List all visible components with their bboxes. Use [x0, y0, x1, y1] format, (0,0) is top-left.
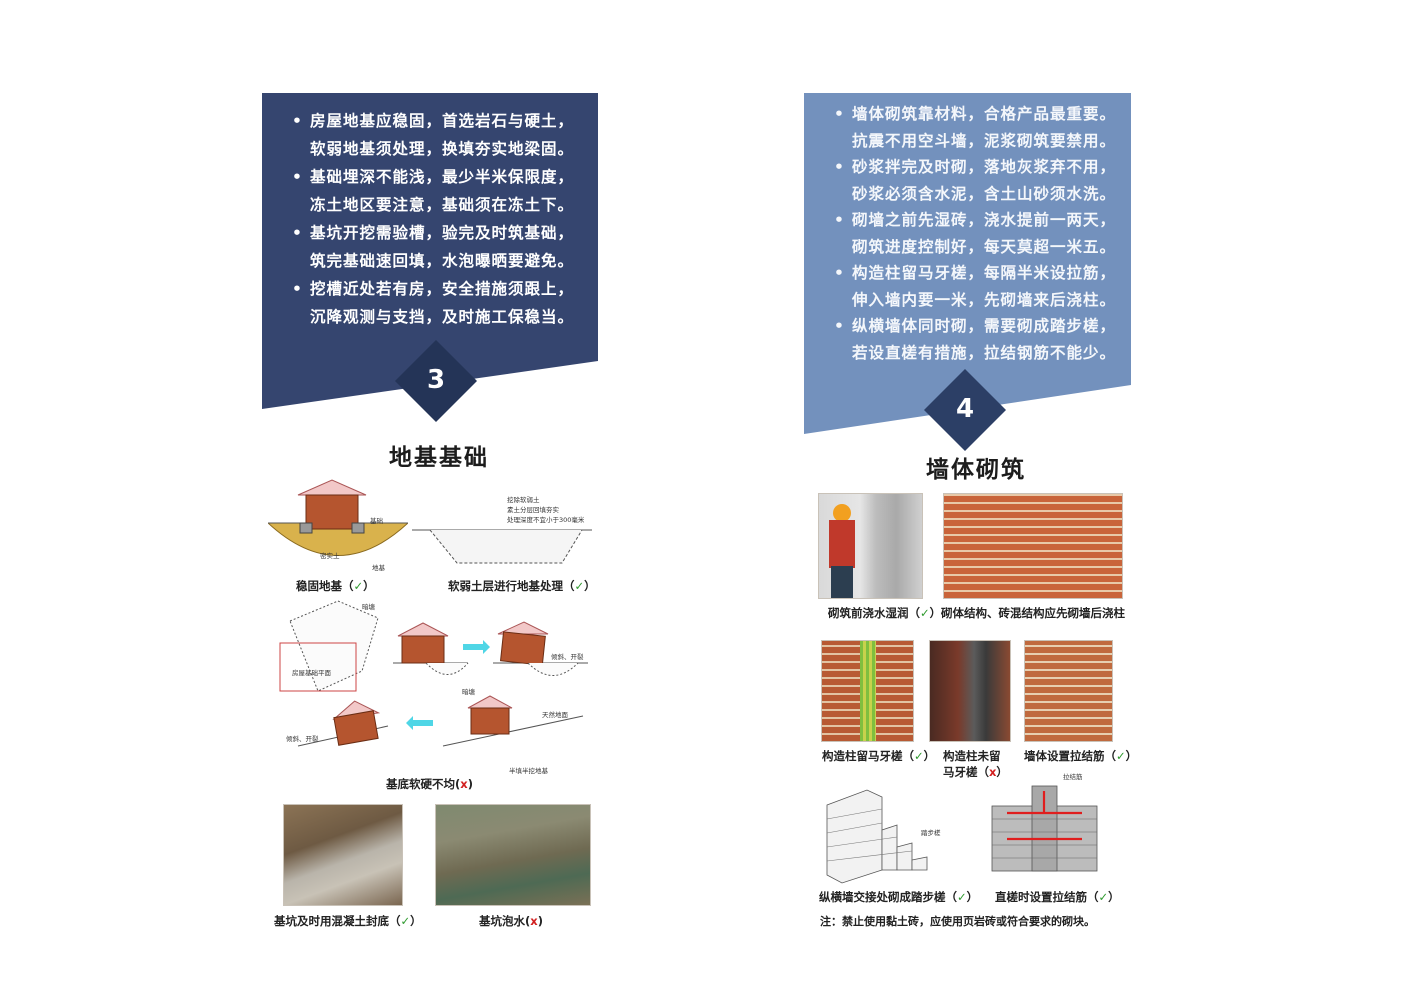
bullet-item: 构造柱留马牙槎，每隔半米设拉筋，伸入墙内要一米，先砌墙来后浇柱。: [834, 260, 1116, 313]
label-soft-note-2: 素土分层回填夯实: [507, 506, 559, 514]
hardhat-icon: [833, 504, 851, 522]
photo-tie-bars: [1024, 640, 1113, 742]
caption-no-mayacha-1: 构造柱未留: [943, 749, 1001, 763]
caption-soak: 基坑泡水(x): [479, 914, 543, 928]
caption-wet: 砌筑前浇水湿润（✓）: [828, 606, 942, 620]
label-tabucha: 踏步槎: [921, 829, 941, 837]
panel-foundation: 房屋地基应稳固，首选岩石与硬土，软弱地基须处理，换填夯实地梁固。 基础埋深不能浅…: [262, 93, 598, 941]
bullet-item: 墙体砌筑靠材料，合格产品最重要。抗震不用空斗墙，泥浆砌筑要禁用。: [834, 101, 1116, 154]
label-tilt-2: 倾斜、开裂: [286, 735, 319, 743]
section-title: 墙体砌筑: [926, 457, 1026, 483]
label-jichu: 基础: [370, 517, 383, 525]
bullet-item: 挖槽近处若有房，安全措施须跟上，沉降观测与支挡，及时施工保稳当。: [292, 275, 574, 331]
photo-pit-flooded: [435, 804, 591, 906]
photo-concrete-sealing: [283, 804, 403, 906]
masonry-bullets: 墙体砌筑靠材料，合格产品最重要。抗震不用空斗墙，泥浆砌筑要禁用。 砂浆拌完及时砌…: [834, 101, 1116, 366]
label-natural-ground: 天然地面: [542, 711, 568, 719]
stable-foundation-diagram: [268, 479, 408, 556]
caption-soft: 软弱土层进行地基处理（✓）: [448, 579, 596, 593]
photo-mayacha-missing: [929, 640, 1011, 742]
bullet-item: 砂浆拌完及时砌，落地灰浆弃不用，砂浆必须含水泥，含土山砂须水洗。: [834, 154, 1116, 207]
photo-mayacha-correct: [821, 640, 914, 742]
label-plan: 房屋基础平面: [292, 669, 331, 677]
caption-uneven: 基底软硬不均(x): [386, 777, 473, 791]
bullet-item: 房屋地基应稳固，首选岩石与硬土，软弱地基须处理，换填夯实地梁固。: [292, 107, 574, 163]
bullet-item: 砌墙之前先湿砖，浇水提前一两天，砌筑进度控制好，每天莫超一米五。: [834, 207, 1116, 260]
label-soft-note-3: 处理深度不宜小于300毫米: [507, 516, 585, 524]
step-joint-diagram: [826, 789, 928, 884]
straight-joint-diagram: [991, 785, 1098, 872]
caption-step: 纵横墙交接处砌成踏步槎（✓）: [819, 890, 979, 904]
uneven-base-diagram: [279, 600, 588, 747]
soft-soil-diagram: [412, 529, 592, 564]
section-number: 3: [426, 365, 446, 395]
caption-order: 砌体结构、砖混结构应先砌墙后浇柱（✓）: [941, 606, 1131, 620]
panel-masonry: 墙体砌筑靠材料，合格产品最重要。抗震不用空斗墙，泥浆砌筑要禁用。 砂浆拌完及时砌…: [804, 93, 1131, 933]
label-diji: 地基: [372, 564, 385, 572]
section-number: 4: [955, 394, 975, 424]
caption-mayacha: 构造柱留马牙槎（✓）: [822, 749, 936, 763]
label-mutang-1: 暗塘: [362, 603, 375, 611]
caption-tie: 墙体设置拉结筋（✓）: [1024, 749, 1131, 763]
label-mutang-2: 暗塘: [462, 688, 475, 696]
foundation-bullets: 房屋地基应稳固，首选岩石与硬土，软弱地基须处理，换填夯实地梁固。 基础埋深不能浅…: [292, 107, 574, 331]
caption-stable: 稳固地基（✓）: [296, 579, 375, 593]
footnote: 注：禁止使用黏土砖，应使用页岩砖或符合要求的砌块。: [820, 915, 1095, 928]
caption-no-mayacha-2: 马牙槎（x）: [943, 765, 1008, 779]
bullet-item: 基础埋深不能浅，最少半米保限度，冻土地区要注意，基础须在冻土下。: [292, 163, 574, 219]
section-title: 地基基础: [389, 445, 489, 471]
bullet-item: 纵横墙体同时砌，需要砌成踏步槎，若设直槎有措施，拉结钢筋不能少。: [834, 313, 1116, 366]
caption-seal: 基坑及时用混凝土封底（✓）: [274, 914, 422, 928]
label-tilt-1: 倾斜、开裂: [551, 653, 584, 661]
label-lajiejin: 拉结筋: [1063, 773, 1083, 781]
label-mishitu: 密实土: [320, 552, 340, 560]
bullet-item: 基坑开挖需验槽，验完及时筑基础，筑完基础速回填，水泡曝晒要避免。: [292, 219, 574, 275]
label-half-fill: 半填半挖地基: [509, 767, 548, 775]
label-soft-note-1: 挖除软弱土: [507, 496, 540, 504]
photo-wall-before-column: [943, 493, 1123, 599]
caption-straight: 直槎时设置拉结筋（✓）: [995, 890, 1120, 904]
photo-watering-bricks: [818, 493, 923, 599]
